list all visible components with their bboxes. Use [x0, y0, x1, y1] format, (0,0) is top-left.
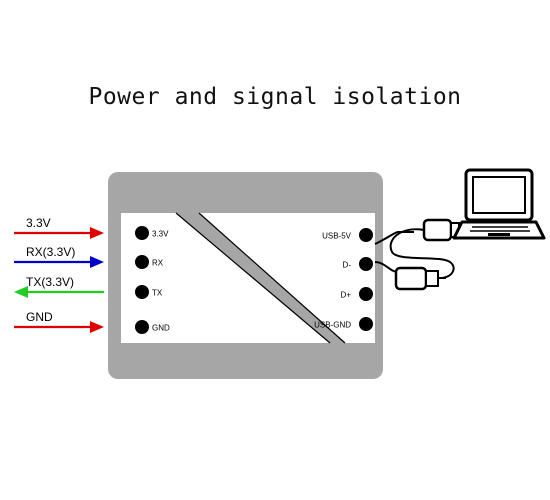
signal-label: TX(3.3V)	[26, 275, 74, 289]
pin-label: D-	[343, 261, 352, 270]
laptop-icon	[452, 168, 546, 240]
signal-3-3v: 3.3V	[14, 216, 104, 239]
pin-label: USB-5V	[322, 232, 352, 241]
pin-usb-gnd: USB-GND	[314, 317, 373, 331]
pin-hole	[359, 257, 373, 271]
signal-label: RX(3.3V)	[26, 245, 75, 259]
pin-3-3v: 3.3V	[135, 226, 169, 240]
pin-hole	[359, 317, 373, 331]
pin-hole	[135, 226, 149, 240]
pin-tx: TX	[135, 285, 163, 299]
signal-label: 3.3V	[26, 216, 51, 230]
usb-cable-icon	[374, 218, 460, 291]
pin-gnd: GND	[135, 320, 170, 334]
left-pins: 3.3V RX TX GND	[135, 226, 170, 334]
signal-arrowhead	[90, 227, 104, 239]
pin-label: USB-GND	[314, 321, 351, 330]
pin-hole	[135, 255, 149, 269]
isolator-panel	[121, 212, 375, 344]
pin-label: 3.3V	[152, 230, 169, 239]
signal-arrowhead	[14, 286, 28, 298]
pin-hole	[359, 228, 373, 242]
signal-tx-3-3v: TX(3.3V)	[14, 275, 104, 298]
pin-rx: RX	[135, 255, 164, 269]
pin-d: D+	[341, 287, 373, 301]
pin-hole	[135, 320, 149, 334]
pin-label: RX	[152, 259, 164, 268]
right-pins: USB-5V D- D+ USB-GND	[314, 228, 373, 331]
signal-gnd: GND	[14, 310, 104, 333]
pin-d: D-	[343, 257, 373, 271]
pin-label: D+	[341, 291, 352, 300]
pin-label: GND	[152, 324, 170, 333]
pin-usb-5v: USB-5V	[322, 228, 373, 242]
pin-label: TX	[152, 289, 163, 298]
signal-rx-3-3v: RX(3.3V)	[14, 245, 104, 268]
signal-arrowhead	[90, 321, 104, 333]
signal-arrowhead	[90, 256, 104, 268]
left-signals: 3.3V RX(3.3V) TX(3.3V) GND	[14, 216, 104, 333]
diagram-title: Power and signal isolation	[88, 84, 462, 110]
pin-hole	[135, 285, 149, 299]
signal-label: GND	[26, 310, 53, 324]
pin-hole	[359, 287, 373, 301]
